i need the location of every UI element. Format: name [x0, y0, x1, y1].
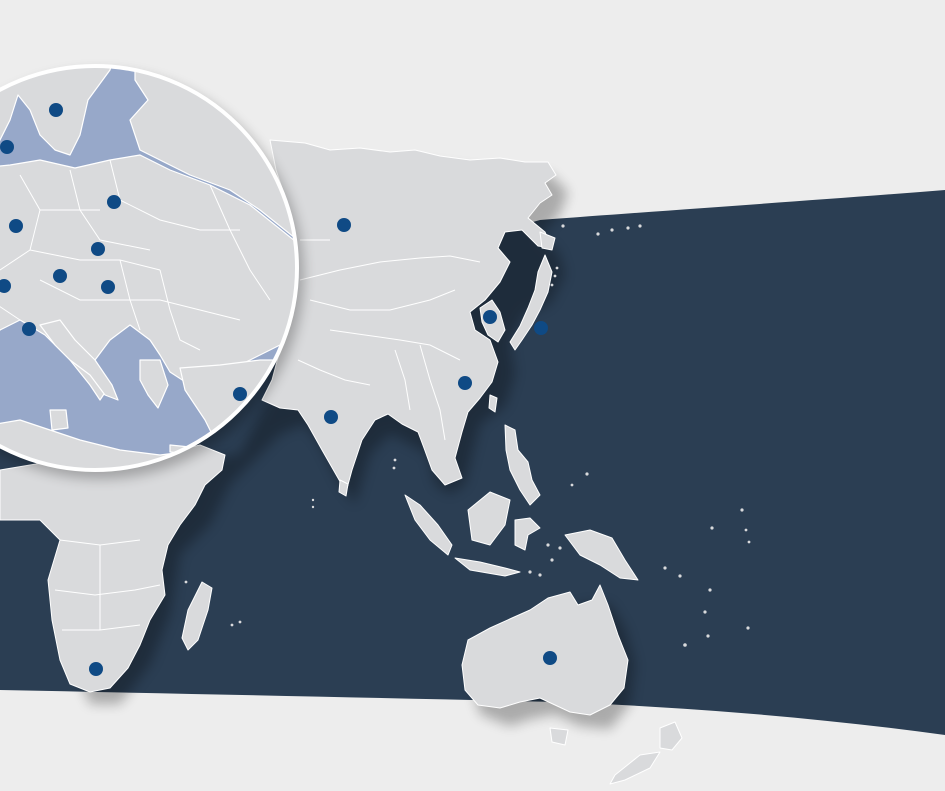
inset-lens-ring — [0, 64, 299, 472]
marker-korea[interactable] — [483, 310, 497, 324]
region-australia — [461, 584, 629, 716]
marker-russia-siberia[interactable] — [337, 218, 351, 232]
region-sri-lanka — [338, 479, 349, 497]
region-papua-new-guinea — [564, 529, 639, 581]
marker-italy[interactable] — [22, 322, 36, 336]
region-indonesia-sumatra — [404, 494, 453, 556]
marker-india[interactable] — [324, 410, 338, 424]
inset-italy — [39, 319, 119, 401]
inset-borders — [0, 159, 271, 351]
inset-scandinavia — [0, 66, 121, 156]
region-indonesia-sulawesi — [514, 517, 541, 551]
marker-scandinavia[interactable] — [49, 103, 63, 117]
inset-markers — [0, 103, 247, 401]
marker-germany-north[interactable] — [9, 219, 23, 233]
marker-baltic[interactable] — [107, 195, 121, 209]
pacific-islands — [184, 224, 751, 647]
inset-greece — [139, 359, 169, 409]
region-new-zealand-south — [609, 751, 661, 785]
marker-japan[interactable] — [534, 321, 548, 335]
marker-south-africa[interactable] — [89, 662, 103, 676]
region-taiwan — [488, 394, 498, 413]
marker-australia[interactable] — [543, 651, 557, 665]
region-philippines — [504, 424, 541, 506]
europe-inset — [0, 64, 304, 479]
marker-norway-west[interactable] — [0, 140, 14, 154]
marker-hungary[interactable] — [101, 280, 115, 294]
marker-poland-czech[interactable] — [91, 242, 105, 256]
marker-china-south[interactable] — [458, 376, 472, 390]
region-japan — [509, 254, 553, 351]
marker-middle-east[interactable] — [233, 387, 247, 401]
africa-borders — [54, 539, 161, 631]
region-asia — [261, 139, 557, 493]
marker-france-east[interactable] — [0, 279, 11, 293]
asia-borders — [297, 239, 481, 441]
world-markers — [89, 218, 557, 676]
region-new-zealand — [659, 721, 683, 751]
inset-mainland — [0, 154, 297, 401]
region-madagascar — [181, 581, 213, 651]
region-indonesia-borneo — [467, 491, 511, 546]
marker-central-europe[interactable] — [53, 269, 67, 283]
region-indonesia-java — [454, 557, 521, 577]
region-japan-hokkaido — [539, 231, 556, 251]
inset-sardinia — [49, 409, 69, 431]
region-tasmania — [549, 727, 569, 746]
